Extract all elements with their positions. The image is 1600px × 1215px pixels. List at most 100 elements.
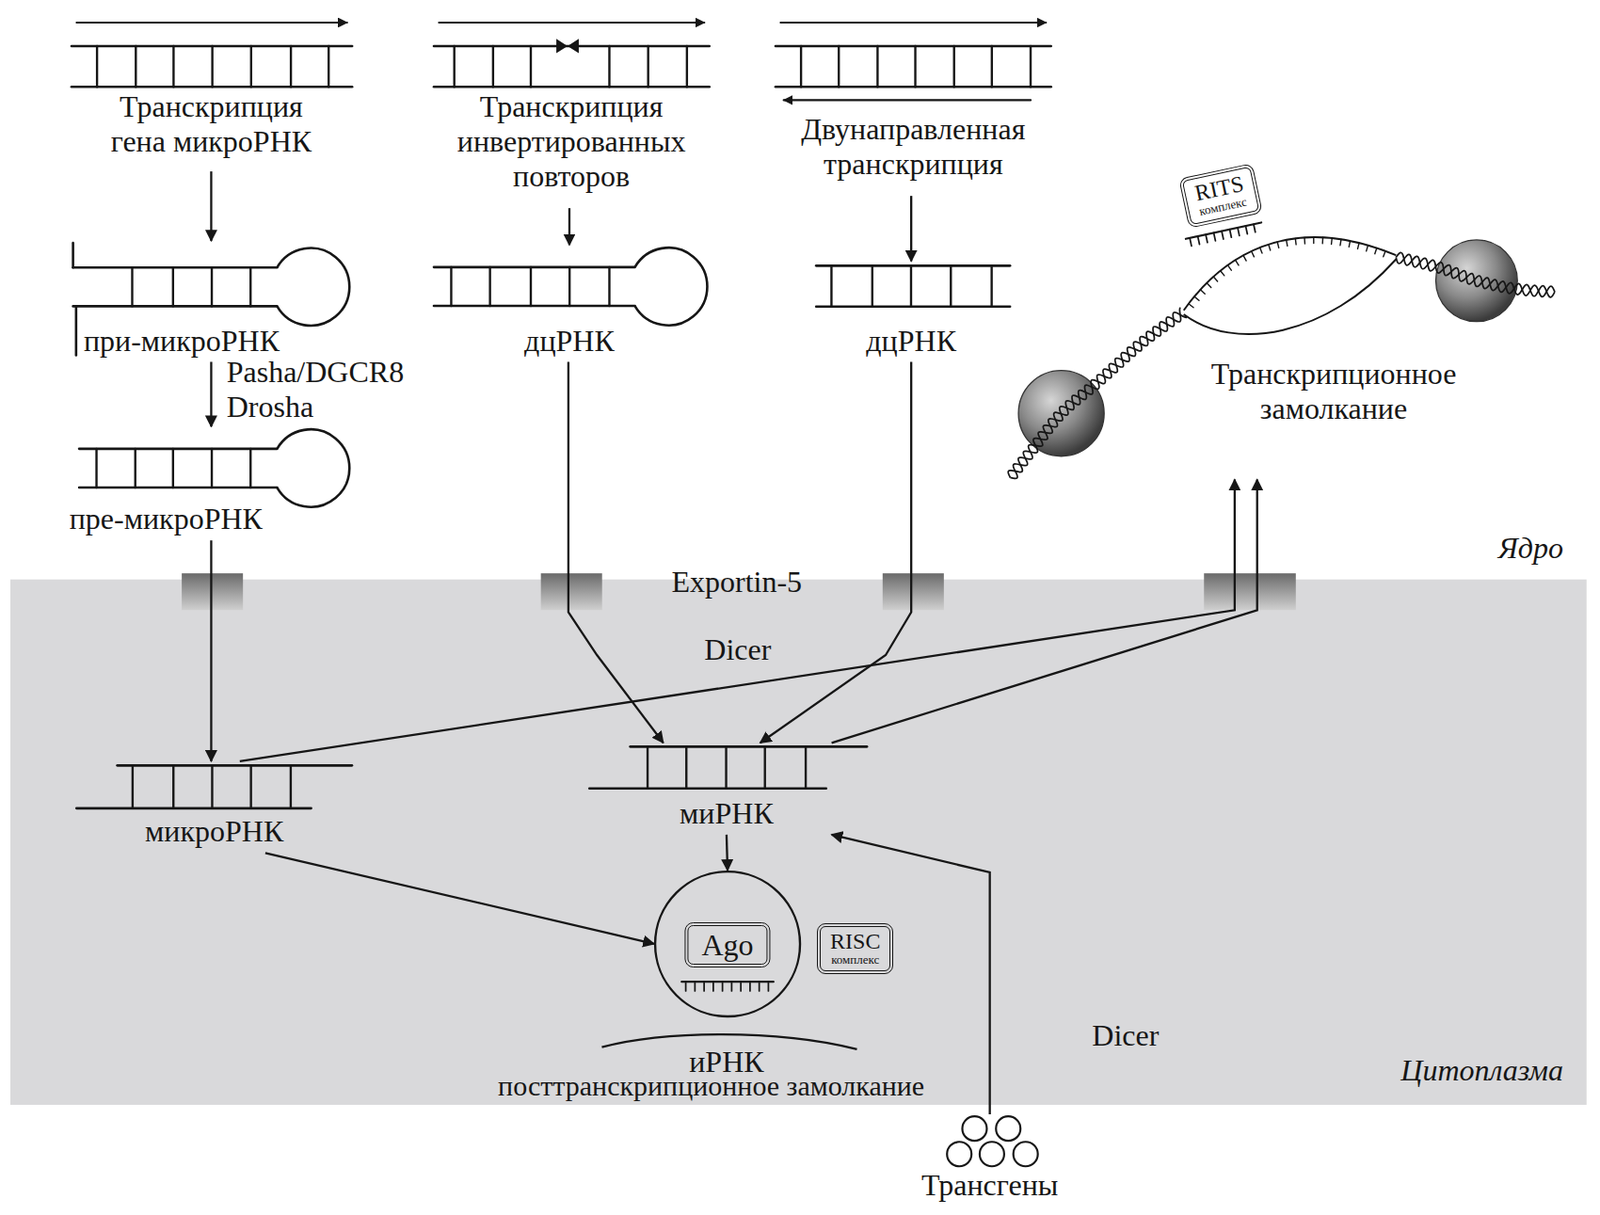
cytoplasm-region: микроРНКмиРНКAgoRISCкомплексиРНКпосттран… [10,579,1587,1105]
node-text: Трансгены [908,1168,1072,1203]
base-pair [250,448,253,488]
strand-line [433,266,636,270]
nascent-rna-tick [1235,259,1239,266]
text-holder: Цитоплазма [1257,1053,1564,1088]
text-holder: Dicer [1043,1018,1207,1054]
nascent-rna-tick [1227,265,1232,271]
pathway-arrow [209,361,212,427]
hairpin-loop [277,429,351,507]
pathway-arrow [760,361,912,743]
node-text: Транскрипция инвертированных повторов [444,89,699,193]
transcription-arrow [784,98,1031,101]
open-dna-strand [1184,237,1397,311]
strand-line [433,85,710,89]
inverted-repeat-dna: Транскрипция инвертированных повторов [433,10,710,208]
transcription-arrow [780,21,1046,24]
pathway-arrow [726,834,728,871]
text-holder: Транскрипционное замолкание [1180,356,1487,427]
nuclear-pore [541,573,603,610]
rna-tick [1229,229,1232,238]
base-pair [913,46,916,87]
strand-line [630,745,867,749]
text-holder: Трансгены [908,1168,1072,1203]
rna-tick [721,981,724,992]
bidirectional-dna: Двунаправленная транскрипция [775,10,1052,196]
base-pair [134,448,137,488]
strand-line [75,305,79,355]
transgene-circle [995,1116,1021,1141]
rna-tick [1213,232,1216,240]
base-pair [449,267,452,306]
nascent-rna-tick [1260,247,1263,254]
node-text: Транскрипция гена микроРНК [98,89,325,160]
node-illustration [1005,168,1562,480]
base-pair [646,46,649,87]
strand-line [590,787,827,791]
open-dna-strand [1184,258,1397,335]
base-pair [1029,46,1032,87]
nascent-rna-tick [1357,242,1360,249]
pri-mirna-hairpin: при-микроРНК [65,240,357,363]
rna-tick [712,981,715,992]
node-text: Ago [684,922,770,968]
base-pair [991,46,993,87]
risc-complex: RISCкомплекс [816,923,894,975]
nascent-rna-tick [1251,251,1255,257]
rna-tick [730,981,733,992]
nascent-rna-tick [1277,241,1280,248]
nascent-rna-tick [1188,304,1194,308]
rna-tick [758,981,761,992]
text-holder: Pasha/DGCR8 Drosha [226,354,436,425]
node-text: дцРНК [467,323,672,359]
text-holder: Exportin-5 [614,564,860,600]
node-text: комплекс [830,953,880,967]
mirna-duplex: микроРНК [73,761,357,854]
pathway-arrow [265,852,655,944]
text-holder: Dicer [656,632,819,668]
base-pair [800,46,802,87]
node-text: дцРНК [814,323,1008,359]
rits-complex: RITSкомплекс [1178,162,1263,228]
base-pair [289,46,292,87]
strand-line [80,486,278,490]
text-holder: при-микроРНК [83,323,280,359]
base-pair [249,765,252,809]
base-pair [491,46,494,87]
base-pair [685,46,688,87]
base-pair [685,747,688,789]
rna-tick [767,981,769,992]
rna-tick [703,981,705,992]
base-pair [991,265,993,306]
base-pair [725,747,728,789]
inverted-repeat-mark [556,38,579,53]
rna-tick [1198,236,1200,244]
base-pair [96,448,98,488]
base-pair [837,46,840,87]
transcription-dna: Транскрипция гена микроРНК [71,10,352,172]
rna-tick [739,981,742,992]
hairpin-loop [634,247,707,325]
nuclear-pore [882,573,944,610]
text-holder: микроРНК [101,814,327,849]
node-text: при-микроРНК [83,323,280,359]
base-pair [289,765,292,809]
transgene-circle [1013,1141,1039,1167]
text-holder: миРНК [624,796,830,832]
rna-tick [1245,225,1248,234]
base-pair [876,46,879,87]
strand-line [73,266,278,270]
base-pair [910,265,912,306]
rna-tick [693,981,696,992]
diagram-label: Dicer [656,632,819,668]
pathway-arrow [240,480,1235,762]
base-pair [96,46,98,87]
base-pair [568,267,571,306]
node-text: миРНК [624,796,830,832]
base-pair [608,46,610,87]
dna-helix-strand [1395,252,1555,297]
text-holder: Ago [684,922,770,968]
text-holder: Двунаправленная транскрипция [790,112,1036,182]
base-pair [250,46,253,87]
